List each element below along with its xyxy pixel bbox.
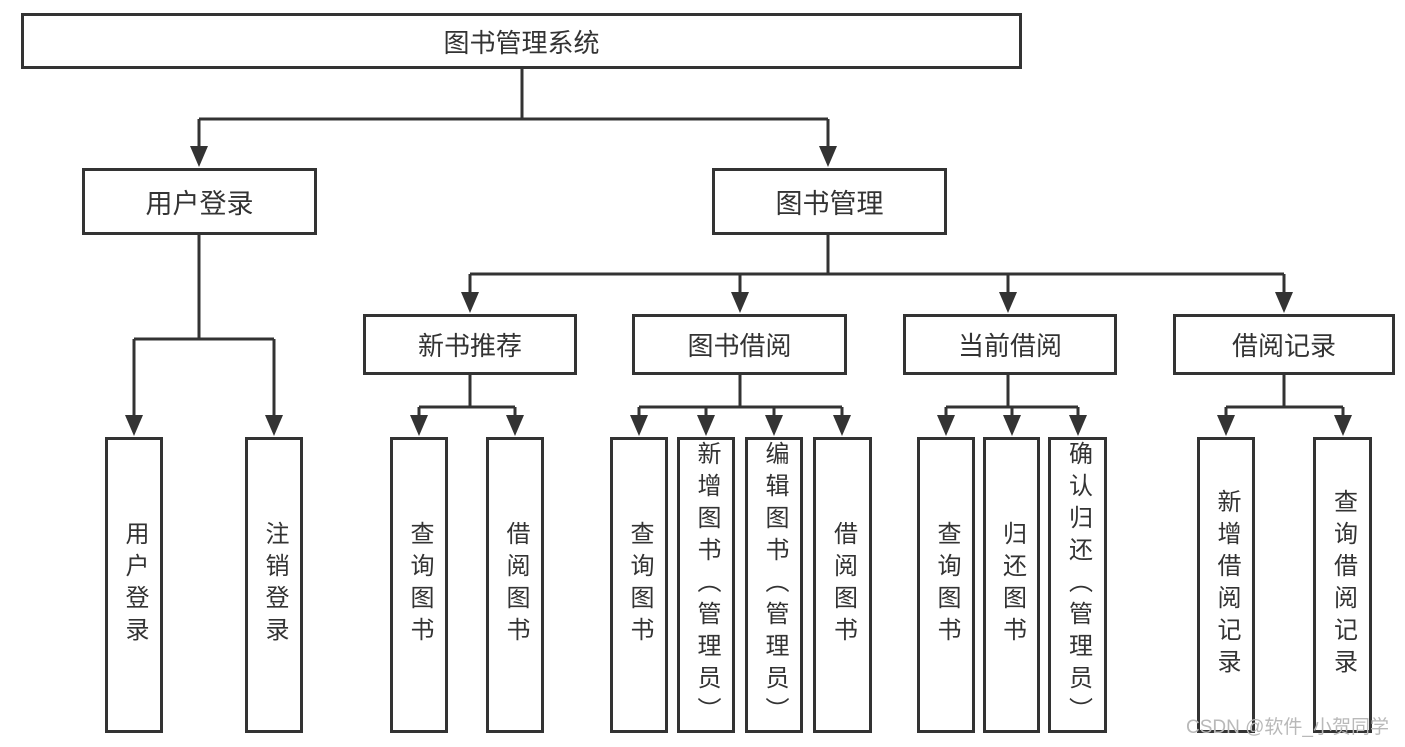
node-current-borrowing: 当前借阅 bbox=[903, 314, 1117, 375]
arrowheads bbox=[125, 146, 1352, 436]
leaf-confirm-return-admin-label: 确认归还（管理员） bbox=[1064, 441, 1092, 729]
leaf-query-books-1-label: 查询图书 bbox=[406, 521, 433, 649]
node-user-login-module-label: 用户登录 bbox=[145, 189, 254, 219]
leaf-add-borrow-record: 新增借阅记录 bbox=[1197, 437, 1255, 733]
leaf-query-books-2: 查询图书 bbox=[610, 437, 668, 733]
leaf-query-books-1: 查询图书 bbox=[390, 437, 448, 733]
node-book-borrowing-label: 图书借阅 bbox=[687, 331, 792, 361]
leaf-user-login: 用户登录 bbox=[105, 437, 163, 733]
node-new-book-recommend-label: 新书推荐 bbox=[417, 331, 522, 361]
arrow-to-leaf-edit-books-admin bbox=[765, 415, 783, 436]
arrow-to-leaf-add-borrow-record bbox=[1217, 415, 1235, 436]
leaf-borrow-books-2: 借阅图书 bbox=[813, 437, 872, 733]
node-current-borrowing-label: 当前借阅 bbox=[957, 331, 1062, 361]
arrow-to-leaf-query-books-2 bbox=[630, 415, 648, 436]
node-book-management-label: 图书管理 bbox=[775, 189, 884, 219]
leaf-edit-books-admin: 编辑图书（管理员） bbox=[745, 437, 803, 733]
arrow-to-book-borrowing bbox=[731, 292, 749, 313]
leaf-add-books-admin: 新增图书（管理员） bbox=[677, 437, 735, 733]
leaf-query-books-2-label: 查询图书 bbox=[626, 521, 653, 649]
arrow-to-leaf-add-books-admin bbox=[697, 415, 715, 436]
node-new-book-recommend: 新书推荐 bbox=[363, 314, 577, 375]
leaf-query-borrow-record: 查询借阅记录 bbox=[1313, 437, 1372, 733]
arrow-to-leaf-query-books-3 bbox=[937, 415, 955, 436]
node-library-system-label: 图书管理系统 bbox=[443, 27, 600, 58]
arrow-to-leaf-query-books-1 bbox=[410, 415, 428, 436]
arrow-to-new-book-recommend bbox=[461, 292, 479, 313]
node-library-system: 图书管理系统 bbox=[21, 13, 1022, 69]
leaf-logout: 注销登录 bbox=[245, 437, 303, 733]
node-book-management: 图书管理 bbox=[712, 168, 947, 235]
leaf-add-borrow-record-label: 新增借阅记录 bbox=[1213, 489, 1240, 681]
leaf-edit-books-admin-label: 编辑图书（管理员） bbox=[761, 441, 788, 729]
arrow-to-leaf-user-login bbox=[125, 415, 143, 436]
leaf-borrow-books-1: 借阅图书 bbox=[486, 437, 544, 733]
arrow-to-book-management bbox=[819, 146, 837, 167]
node-borrowing-records-label: 借阅记录 bbox=[1231, 331, 1336, 361]
leaf-borrow-books-2-label: 借阅图书 bbox=[829, 521, 857, 649]
arrow-to-borrowing-records bbox=[1275, 292, 1293, 313]
connector-lines bbox=[132, 69, 1345, 418]
leaf-query-books-3: 查询图书 bbox=[917, 437, 975, 733]
leaf-borrow-books-1-label: 借阅图书 bbox=[502, 521, 529, 649]
csdn-watermark: CSDN @软件_小贺同学 bbox=[1186, 717, 1389, 738]
arrow-to-leaf-return-books bbox=[1003, 415, 1021, 436]
leaf-confirm-return-admin: 确认归还（管理员） bbox=[1048, 437, 1107, 733]
leaf-logout-label: 注销登录 bbox=[261, 521, 288, 649]
node-book-borrowing: 图书借阅 bbox=[632, 314, 847, 375]
arrow-to-leaf-borrow-books-1 bbox=[506, 415, 524, 436]
arrow-to-current-borrowing bbox=[999, 292, 1017, 313]
node-borrowing-records: 借阅记录 bbox=[1173, 314, 1395, 375]
leaf-user-login-label: 用户登录 bbox=[121, 521, 148, 649]
leaf-query-borrow-record-label: 查询借阅记录 bbox=[1329, 489, 1357, 681]
arrow-to-leaf-logout bbox=[265, 415, 283, 436]
leaf-return-books-label: 归还图书 bbox=[998, 521, 1026, 649]
arrow-to-leaf-confirm-return-admin bbox=[1069, 415, 1087, 436]
arrow-to-leaf-borrow-books-2 bbox=[833, 415, 851, 436]
node-user-login-module: 用户登录 bbox=[82, 168, 317, 235]
arrow-to-leaf-query-borrow-record bbox=[1334, 415, 1352, 436]
leaf-return-books: 归还图书 bbox=[983, 437, 1040, 733]
leaf-add-books-admin-label: 新增图书（管理员） bbox=[693, 441, 720, 729]
leaf-query-books-3-label: 查询图书 bbox=[933, 521, 960, 649]
arrow-to-user-login-module bbox=[190, 146, 208, 167]
